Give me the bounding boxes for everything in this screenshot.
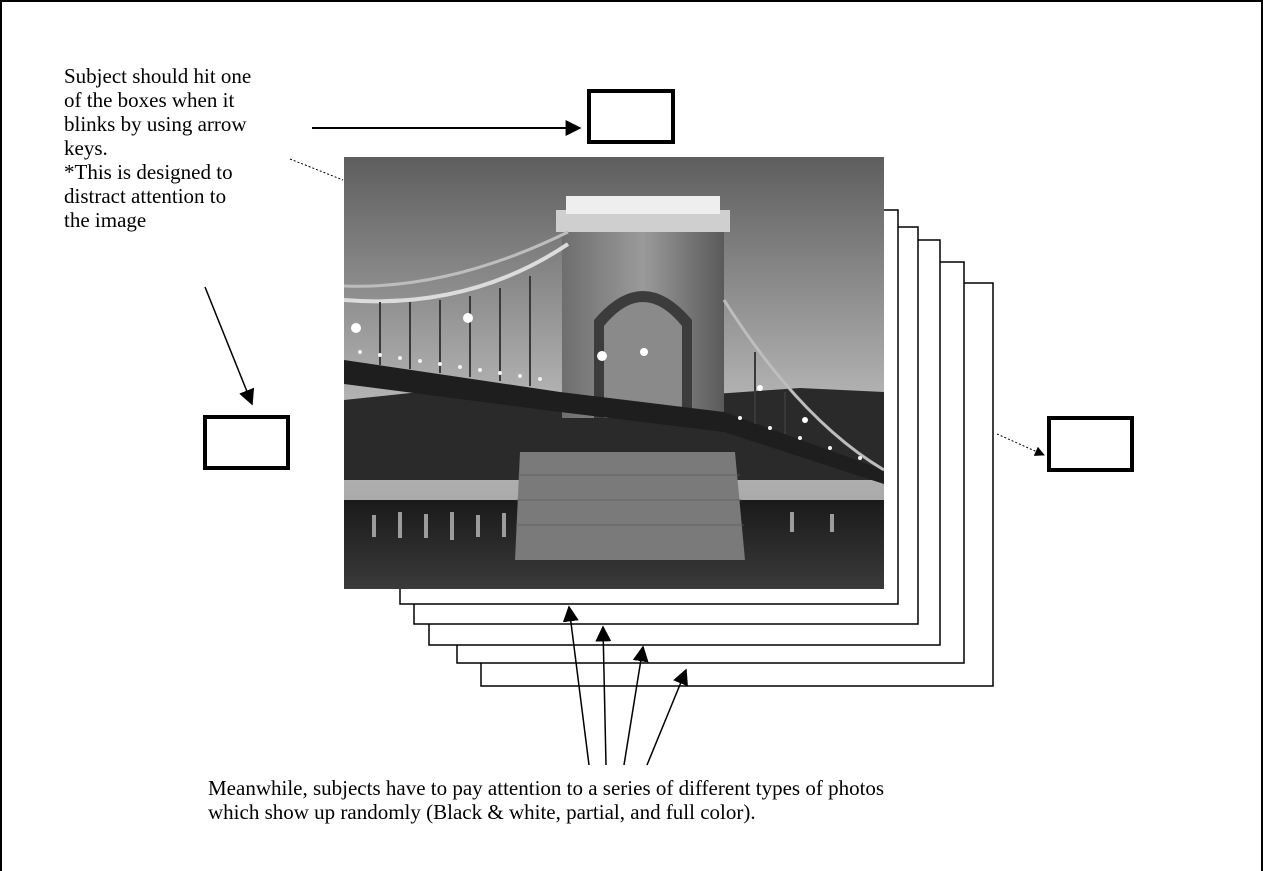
arrow-to-card-4 (646, 668, 688, 766)
caption-line: Meanwhile, subjects have to pay attentio… (208, 776, 885, 800)
instruction-line: distract attention to (64, 184, 227, 208)
instruction-line: blinks by using arrow (64, 112, 247, 136)
instruction-line: *This is designed to (64, 160, 233, 184)
arrow-to-card-1 (562, 605, 590, 766)
arrow-to-card-2 (595, 625, 612, 766)
instruction-line: Subject should hit one (64, 64, 252, 88)
instruction-line: of the boxes when it (64, 88, 235, 112)
dotted-leader-to-photo (289, 158, 344, 181)
arrow-to-card-3 (623, 645, 649, 766)
bridge-photo (344, 157, 884, 589)
caption-line: which show up randomly (Black & white, p… (208, 800, 756, 824)
arrow-to-left-box (204, 286, 255, 406)
caption-note: Meanwhile, subjects have to pay attentio… (208, 776, 1108, 824)
instruction-line: the image (64, 208, 147, 232)
target-box-right (1047, 416, 1134, 472)
target-box-left (203, 415, 290, 470)
target-box-top (587, 89, 675, 144)
instruction-note: Subject should hit one of the boxes when… (64, 64, 314, 232)
dotted-arrow-to-right-box (996, 433, 1045, 456)
instruction-line: keys. (64, 136, 108, 160)
